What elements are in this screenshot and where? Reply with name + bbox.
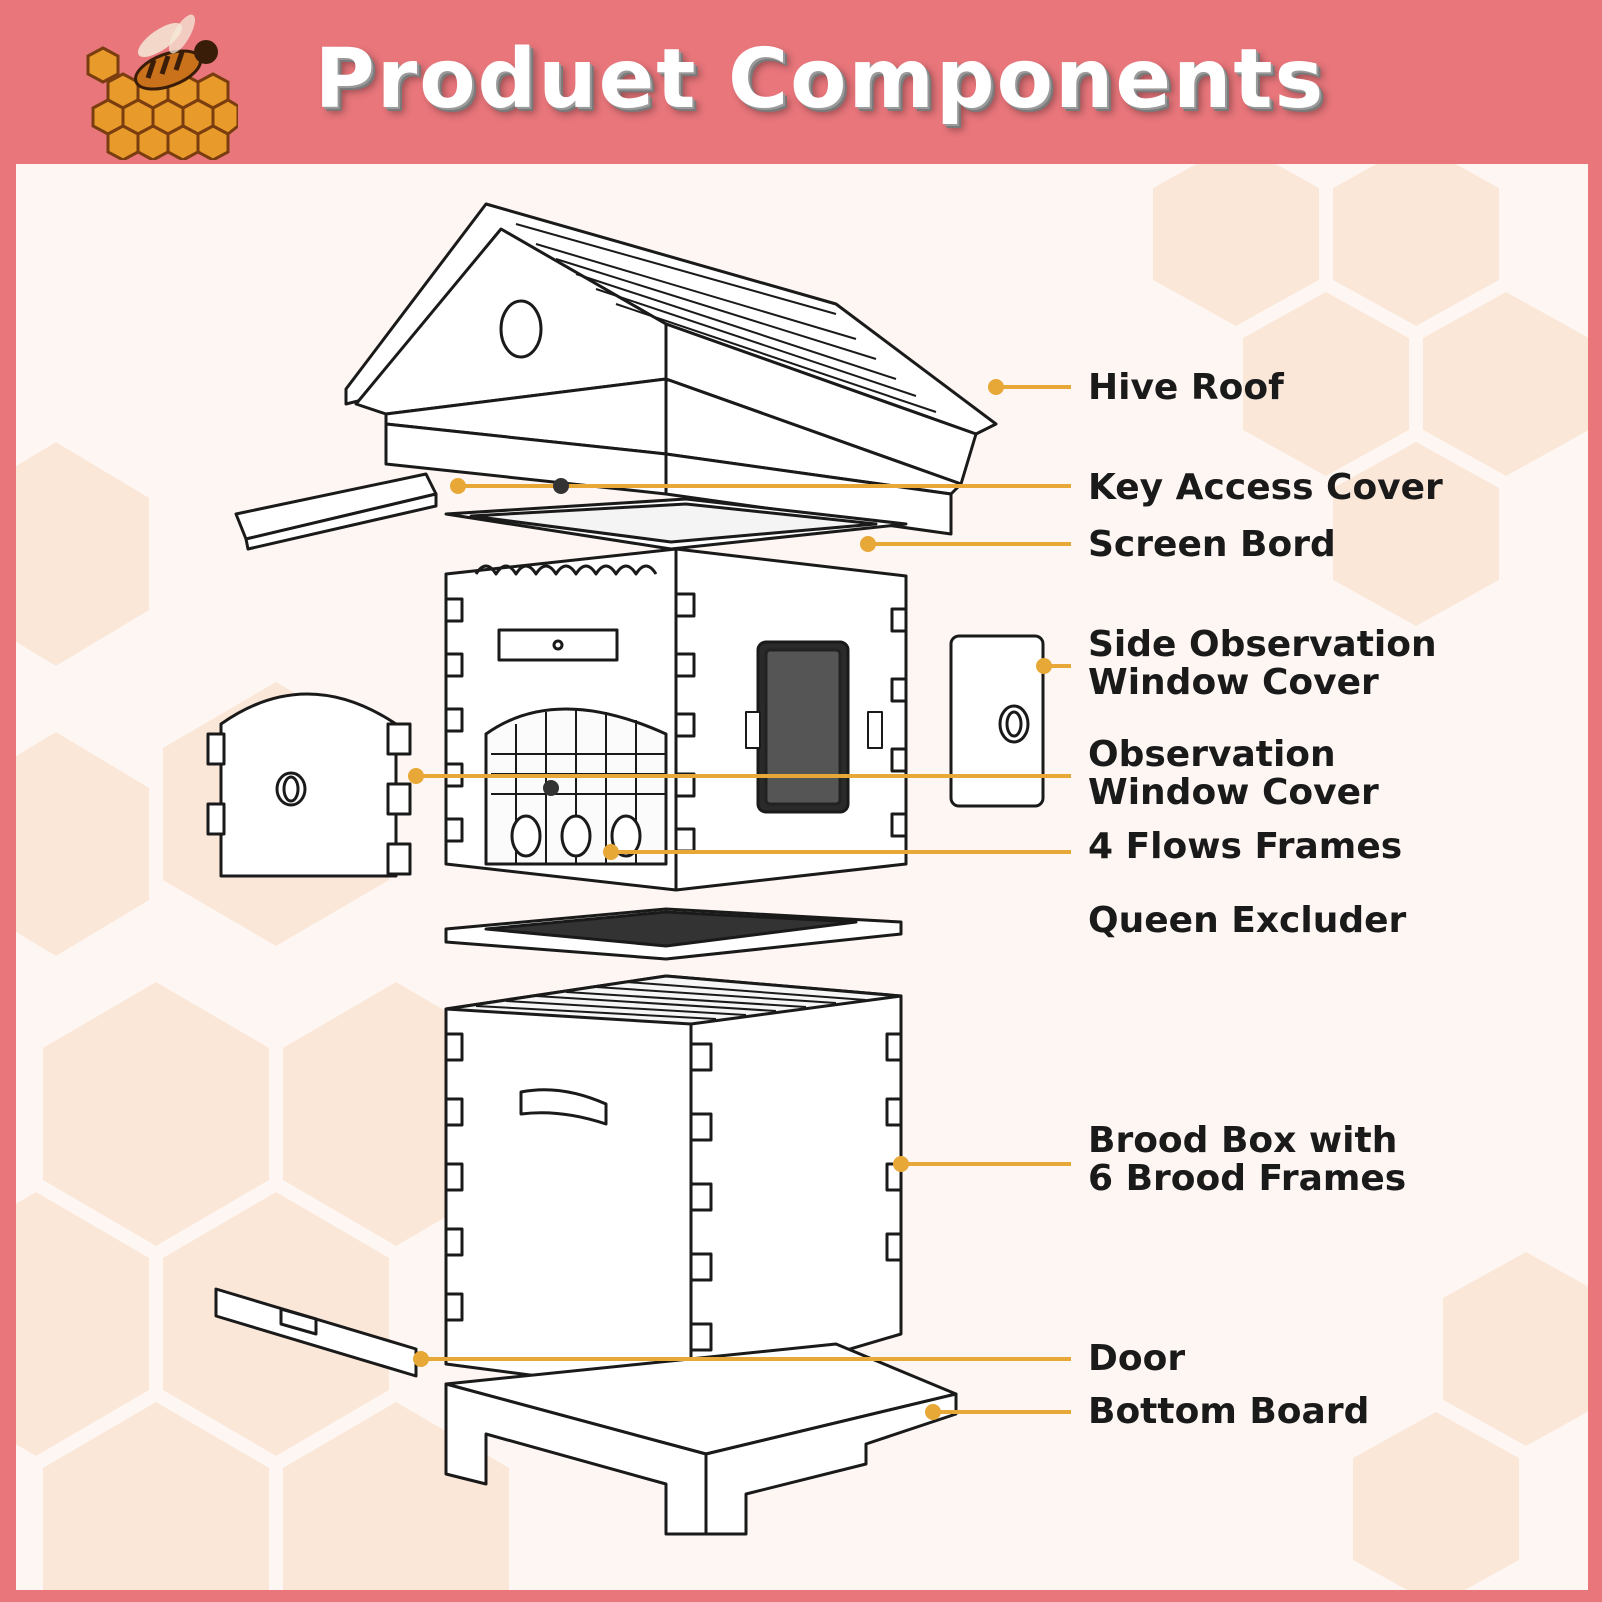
beehive-exploded-diagram [206, 202, 1071, 1536]
brood-box-drawing [444, 974, 903, 1398]
label-door: Door [1088, 1338, 1186, 1379]
hive-roof-drawing [344, 202, 998, 536]
label-hive-roof: Hive Roof [1088, 367, 1284, 408]
label-observation-window-cover: Observation Window Cover [1088, 736, 1379, 812]
label-line: Brood Box with [1088, 1120, 1398, 1161]
side-observation-window-cover-drawing [949, 634, 1045, 808]
observation-window-cover-drawing [206, 692, 412, 878]
flow-super-drawing [444, 547, 908, 892]
label-line: Window Cover [1088, 662, 1379, 703]
label-brood-box: Brood Box with 6 Brood Frames [1088, 1122, 1406, 1198]
label-flows-frames: 4 Flows Frames [1088, 826, 1403, 867]
label-side-observation-window-cover: Side Observation Window Cover [1088, 626, 1437, 702]
label-line: Observation [1088, 734, 1336, 775]
honeycomb-bee-icon [86, 14, 238, 160]
label-line: 6 Brood Frames [1088, 1158, 1407, 1199]
label-bottom-board: Bottom Board [1088, 1391, 1370, 1432]
header-banner: Produet Components [0, 0, 1602, 162]
label-key-access-cover: Key Access Cover [1088, 467, 1443, 508]
label-queen-excluder: Queen Excluder [1088, 900, 1407, 941]
label-line: Window Cover [1088, 772, 1379, 813]
queen-excluder-drawing [444, 907, 903, 961]
label-screen-bord: Screen Bord [1088, 524, 1336, 565]
door-drawing [214, 1287, 418, 1378]
diagram-panel: Hive Roof Key Access Cover Screen Bord S… [16, 164, 1588, 1590]
label-line: Side Observation [1088, 624, 1437, 665]
page-title: Produet Components [314, 32, 1326, 127]
